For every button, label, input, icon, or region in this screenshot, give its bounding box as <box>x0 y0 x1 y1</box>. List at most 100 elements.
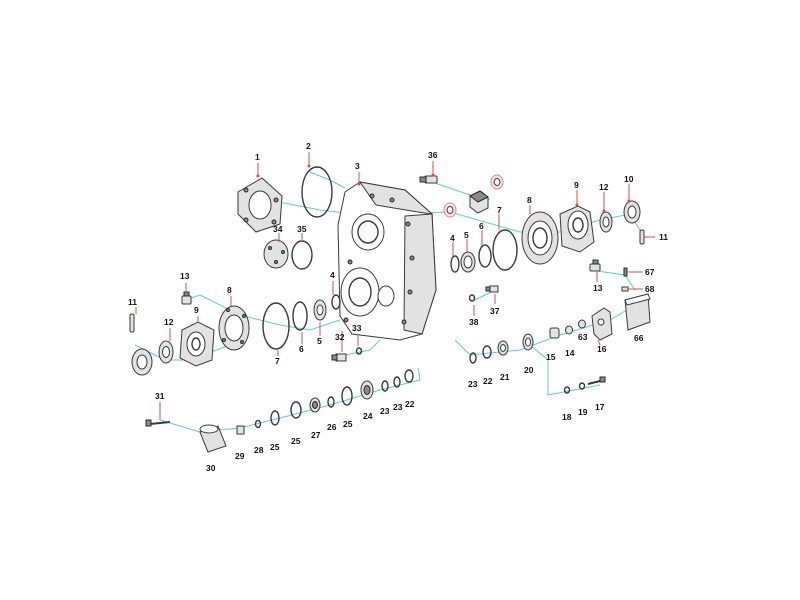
label-part-32: 32 <box>335 332 345 342</box>
label-part-21: 21 <box>500 372 510 382</box>
lock-nut-right <box>623 200 641 224</box>
screw-32 <box>331 353 347 362</box>
small-washer <box>621 286 629 292</box>
drain-plug-right <box>589 259 601 272</box>
ring-25-b <box>290 401 302 419</box>
washer-14 <box>565 325 573 335</box>
gearbox-housing <box>337 181 437 341</box>
label-part-31: 31 <box>155 391 165 401</box>
label-part-23-left: 23 <box>380 406 390 416</box>
small-screw <box>623 267 628 277</box>
label-part-3: 3 <box>355 161 360 171</box>
ring-6-left <box>292 301 308 331</box>
label-part-7-left: 7 <box>275 356 280 366</box>
bolt-17 <box>587 376 606 385</box>
label-part-63: 63 <box>578 332 588 342</box>
end-cover-34 <box>263 239 289 269</box>
ring-23-right <box>469 352 477 364</box>
label-part-7-top: 7 <box>497 205 502 215</box>
label-part-25-c: 25 <box>343 419 353 429</box>
ring-26 <box>327 396 335 408</box>
spacer-ring-left-hole <box>162 346 170 358</box>
gasket-35 <box>291 240 313 270</box>
sleeve-30 <box>199 424 227 453</box>
gasket-ring <box>301 166 333 218</box>
mounting-bracket <box>591 307 613 341</box>
o-ring-7-left <box>262 302 290 350</box>
label-part-12-left: 12 <box>164 317 174 327</box>
bearing-27-inner <box>312 401 318 409</box>
o-ring-large <box>492 229 518 271</box>
label-part-36: 36 <box>428 150 438 160</box>
ring-25-a <box>270 410 280 426</box>
label-part-25-b: 25 <box>291 436 301 446</box>
label-part-13-right: 13 <box>593 283 603 293</box>
label-part-30: 30 <box>206 463 216 473</box>
label-part-6-top: 6 <box>479 221 484 231</box>
label-part-33: 33 <box>352 323 362 333</box>
label-part-22-right: 22 <box>483 376 493 386</box>
label-part-18: 18 <box>562 412 572 422</box>
dowel-pin-right <box>639 229 645 245</box>
label-part-34: 34 <box>273 224 283 234</box>
label-part-6-left: 6 <box>299 344 304 354</box>
label-part-38: 38 <box>469 317 479 327</box>
flange-plate <box>237 177 283 233</box>
label-part-28: 28 <box>254 445 264 455</box>
screw-37 <box>485 285 499 293</box>
bushing <box>549 327 560 339</box>
spacer-ring-right-hole <box>602 216 610 228</box>
label-part-26: 26 <box>327 422 337 432</box>
label-part-14: 14 <box>565 348 575 358</box>
washer-63 <box>578 319 586 329</box>
label-part-4-left: 4 <box>330 270 335 280</box>
lock-nut-left <box>131 348 153 376</box>
bolt-31 <box>145 419 171 427</box>
nut-29 <box>236 425 245 435</box>
pink-spacer-ring-top-right <box>490 174 504 190</box>
bearing-cover-left <box>218 305 250 351</box>
drain-plug-left <box>181 291 192 305</box>
label-part-10: 10 <box>624 174 634 184</box>
label-part-17: 17 <box>595 402 605 412</box>
label-part-29: 29 <box>235 451 245 461</box>
label-part-37: 37 <box>490 306 500 316</box>
washer-38 <box>468 294 476 302</box>
cover-plate <box>624 293 651 331</box>
bearing-cover-right <box>521 211 559 265</box>
label-part-68: 68 <box>645 284 655 294</box>
label-part-66: 66 <box>634 333 644 343</box>
circlip-ring <box>450 255 460 273</box>
bearing-21-inner <box>500 344 506 352</box>
label-part-8-left: 8 <box>227 285 232 295</box>
part-number-labels: 1 2 3 36 34 35 4 5 6 7 8 9 12 10 11 13 6… <box>128 141 668 473</box>
label-part-25-a: 25 <box>270 442 280 452</box>
label-part-67: 67 <box>645 267 655 277</box>
label-part-23-left-b: 23 <box>393 402 403 412</box>
label-part-5-top: 5 <box>464 230 469 240</box>
bearing-ring-inner <box>463 255 473 269</box>
leader-lines <box>135 152 655 420</box>
label-part-23-right: 23 <box>468 379 478 389</box>
label-part-27: 27 <box>311 430 321 440</box>
washer-33 <box>355 347 363 355</box>
label-part-12-right: 12 <box>599 182 609 192</box>
label-part-4-top: 4 <box>450 233 455 243</box>
breather-plug-top <box>419 175 438 184</box>
dowel-pin-left <box>129 313 135 333</box>
label-part-5-left: 5 <box>317 336 322 346</box>
label-part-20: 20 <box>524 365 534 375</box>
gear-cube-top <box>469 190 489 214</box>
seal-ring <box>478 244 492 268</box>
washer-18 <box>563 386 571 394</box>
label-part-8-right: 8 <box>527 195 532 205</box>
ring-25-c <box>341 386 353 406</box>
label-part-24: 24 <box>363 411 373 421</box>
label-part-11-left: 11 <box>128 297 137 307</box>
ring-22-right <box>482 345 492 359</box>
label-part-13-left: 13 <box>180 271 190 281</box>
label-part-2: 2 <box>306 141 311 151</box>
circlip-4-left <box>331 294 341 310</box>
label-part-16: 16 <box>597 344 607 354</box>
